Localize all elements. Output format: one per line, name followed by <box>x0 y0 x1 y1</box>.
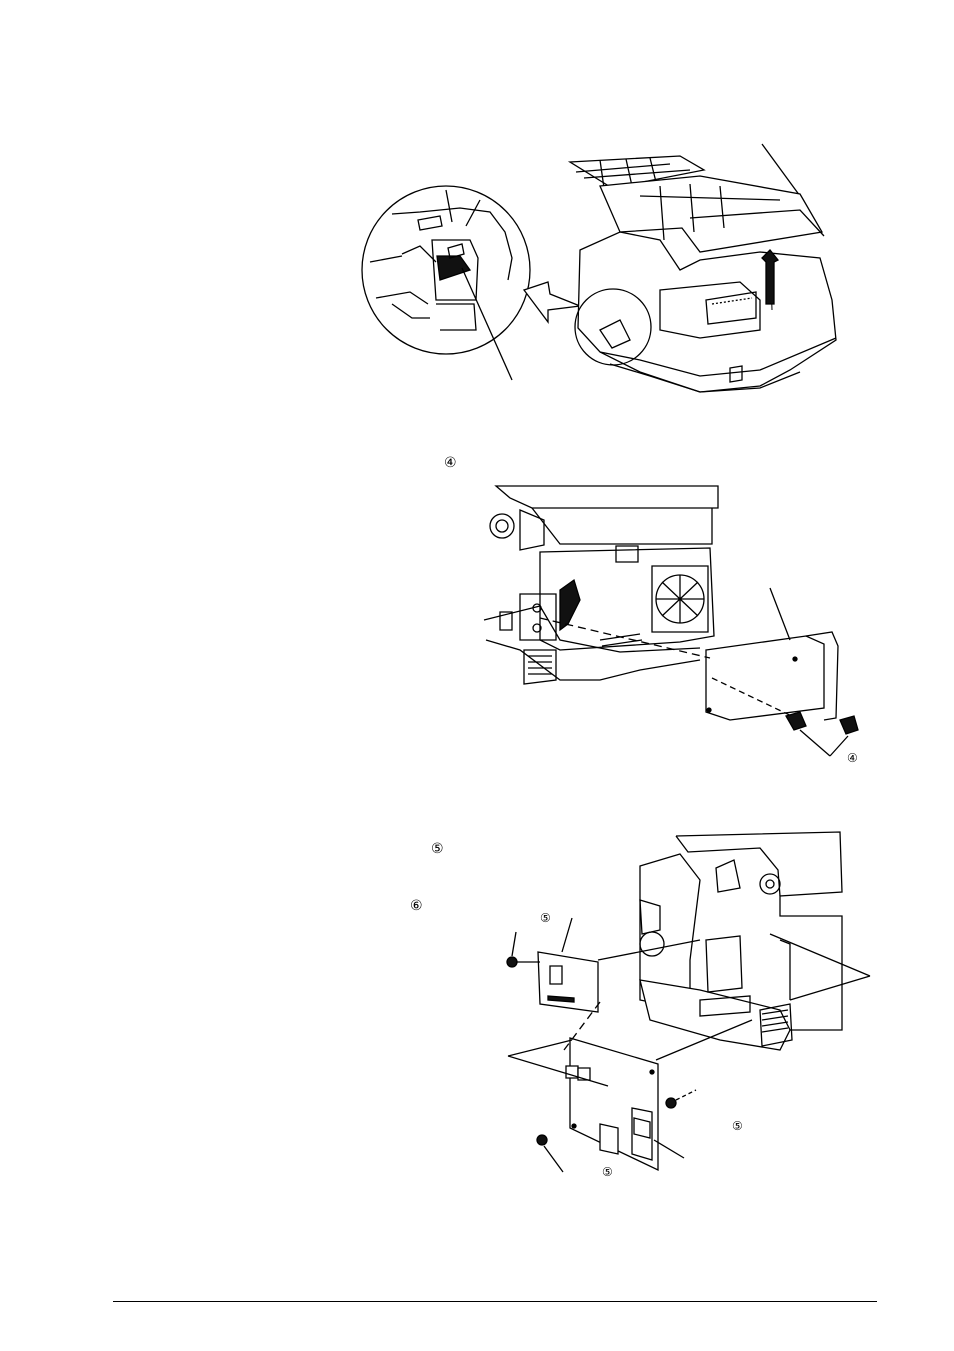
step-6-callout-text: ⑥ <box>410 899 423 913</box>
step-4-callout-figure: ④ <box>847 752 858 764</box>
footer-rule <box>113 1301 877 1302</box>
step-5-callout-figure-right: ⑤ <box>732 1120 743 1132</box>
step-5-callout-figure-top: ⑤ <box>540 912 551 924</box>
step-5-callout-figure-bottom: ⑤ <box>602 1166 613 1178</box>
step-4-callout-text: ④ <box>444 456 457 470</box>
step-5-callout-text: ⑤ <box>431 842 444 856</box>
